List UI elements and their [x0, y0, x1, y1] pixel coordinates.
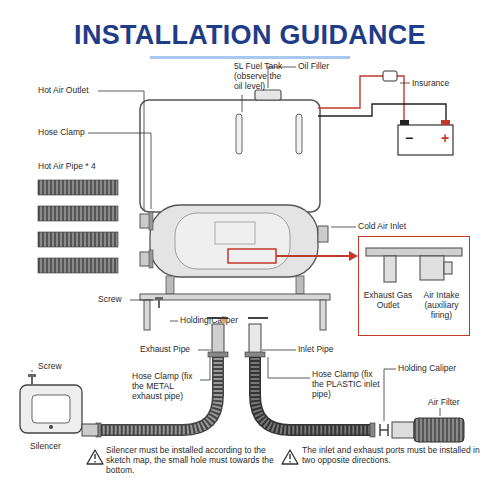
part-label: Oil Filler	[298, 62, 348, 72]
part-label: Hot Air Outlet	[38, 86, 108, 96]
part-label: Hose Clamp	[38, 128, 98, 138]
part-label: Holding Caliper	[398, 364, 472, 374]
inset-label: Air Intake (auxiliary firing)	[415, 291, 468, 320]
part-label: Insurance	[412, 79, 472, 89]
page-title: INSTALLATION GUIDANCE	[0, 20, 500, 51]
part-label: Silencer	[30, 442, 78, 452]
part-label: Cold Air Inlet	[358, 222, 438, 232]
part-label: Air Filter	[428, 398, 478, 408]
part-label: Exhaust Pipe	[140, 345, 198, 355]
part-label: Hose Clamp (fix the PLASTIC inlet pipe)	[312, 370, 384, 399]
inset-label: Exhaust Gas Outlet	[362, 291, 414, 311]
part-label: Screw	[98, 295, 130, 305]
part-label: Screw	[38, 362, 70, 372]
terminal-sign: +	[438, 131, 452, 145]
warning-note: The inlet and exhaust ports must be inst…	[302, 446, 482, 466]
part-label: 5L Fuel Tank (observe the oil level)	[234, 62, 292, 91]
part-label: Hot Air Pipe * 4	[38, 162, 128, 172]
part-label: Inlet Pipe	[298, 345, 348, 355]
zoom-inset: Exhaust Gas OutletAir Intake (auxiliary …	[358, 236, 470, 336]
terminal-sign: −	[402, 131, 416, 145]
warning-note: Silencer must be installed according to …	[106, 446, 274, 475]
part-label: Hose Clamp (fix the METAL exhaust pipe)	[132, 372, 198, 401]
part-label: Holding Caliper	[180, 316, 254, 326]
